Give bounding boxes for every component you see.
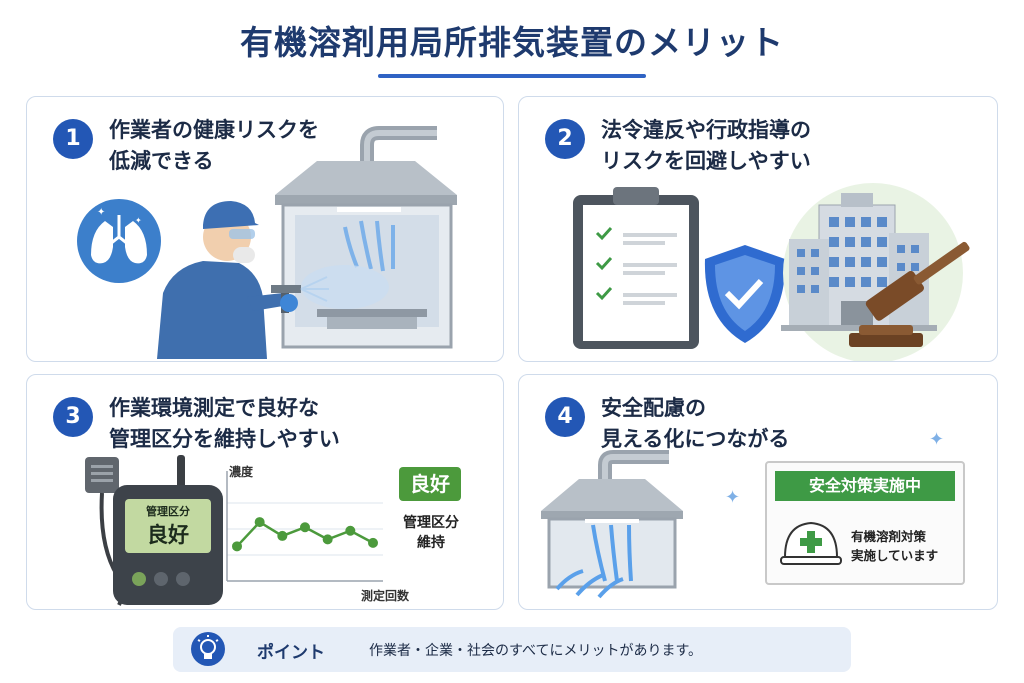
card-measurement: 3 作業環境測定で良好な 管理区分を維持しやすい 管理区分 良好 濃度 測定回数… xyxy=(26,374,504,610)
card-title: 安全配慮の 見える化につながる xyxy=(601,393,789,455)
card-title-line: 低減できる xyxy=(109,149,214,173)
gas-meter-illustration xyxy=(85,455,223,606)
sparkle-icon: ✦ xyxy=(725,487,740,508)
point-text: 作業者・企業・社会のすべてにメリットがあります。 xyxy=(369,643,703,659)
exhaust-hood-illustration: ✦ ✦ xyxy=(541,429,944,599)
card-number: 4 xyxy=(545,397,585,437)
point-label: ポイント xyxy=(257,643,325,663)
sign-text: 有機溶剤対策 実施しています xyxy=(851,527,938,565)
card-title: 法令違反や行政指導の リスクを回避しやすい xyxy=(601,115,811,177)
lungs-icon: ✦ ✦ xyxy=(77,199,161,283)
chart-point xyxy=(277,530,288,541)
chart-ylabel: 濃度 xyxy=(229,465,254,479)
card-title-line: 見える化につながる xyxy=(601,427,790,451)
chart-point xyxy=(232,541,242,552)
card-title: 作業環境測定で良好な 管理区分を維持しやすい xyxy=(109,393,340,455)
title-underline xyxy=(378,74,646,78)
card-title-line: 作業環境測定で良好な xyxy=(109,396,319,420)
meter-label: 管理区分 xyxy=(146,505,190,518)
side-label-line: 管理区分 xyxy=(403,515,459,531)
card-title-line: 管理区分を維持しやすい xyxy=(109,427,340,451)
chart-point xyxy=(322,534,333,545)
chart-point xyxy=(254,517,265,528)
status-badge: 良好 xyxy=(399,467,461,501)
svg-text:✦: ✦ xyxy=(135,216,142,225)
chart-xlabel: 測定回数 xyxy=(361,589,410,603)
card-health-risk: 1 作業者の健康リスクを 低減できる ✦ ✦ xyxy=(26,96,504,362)
card-title: 作業者の健康リスクを 低減できる xyxy=(109,115,319,177)
meter-value: 良好 xyxy=(147,523,189,547)
card-number: 2 xyxy=(545,119,585,159)
card-title-line: 作業者の健康リスクを xyxy=(109,118,319,142)
checklist-clipboard-icon xyxy=(573,187,699,349)
card-visibility: 4 安全配慮の 見える化につながる ✦ ✦ 安全対策実施中 有機溶剤 xyxy=(518,374,998,610)
worker-spraying-illustration: ✦ ✦ xyxy=(77,126,457,359)
sign-header: 安全対策実施中 xyxy=(775,471,955,501)
sign-text-line: 実施しています xyxy=(851,548,939,563)
compliance-illustration xyxy=(573,183,970,361)
card-number: 1 xyxy=(53,119,93,159)
card-number: 3 xyxy=(53,397,93,437)
chart-point xyxy=(345,525,356,536)
management-class-label: 管理区分 維持 xyxy=(393,513,469,553)
meter-screen xyxy=(125,499,211,553)
concentration-chart xyxy=(226,471,383,582)
card-title-line: リスクを回避しやすい xyxy=(601,149,811,173)
worker-figure xyxy=(157,201,329,359)
svg-text:✦: ✦ xyxy=(97,207,105,218)
card-legal-risk: 2 法令違反や行政指導の リスクを回避しやすい xyxy=(518,96,998,362)
side-label-line: 維持 xyxy=(417,535,445,551)
chart-point xyxy=(300,522,310,533)
card-title-line: 安全配慮の xyxy=(601,396,706,420)
point-banner: ポイント 作業者・企業・社会のすべてにメリットがあります。 xyxy=(173,627,851,672)
sparkle-icon: ✦ xyxy=(929,429,944,450)
hard-hat-icon xyxy=(780,521,842,565)
chart-point xyxy=(368,537,378,548)
shield-check-icon xyxy=(704,245,786,343)
sign-text-line: 有機溶剤対策 xyxy=(851,529,927,544)
card-title-line: 法令違反や行政指導の xyxy=(601,118,811,142)
page-title: 有機溶剤用局所排気装置のメリット xyxy=(240,23,784,62)
safety-sign: 安全対策実施中 有機溶剤対策 実施しています xyxy=(765,461,965,585)
gavel-icon xyxy=(849,241,970,347)
lightbulb-icon xyxy=(191,632,225,666)
